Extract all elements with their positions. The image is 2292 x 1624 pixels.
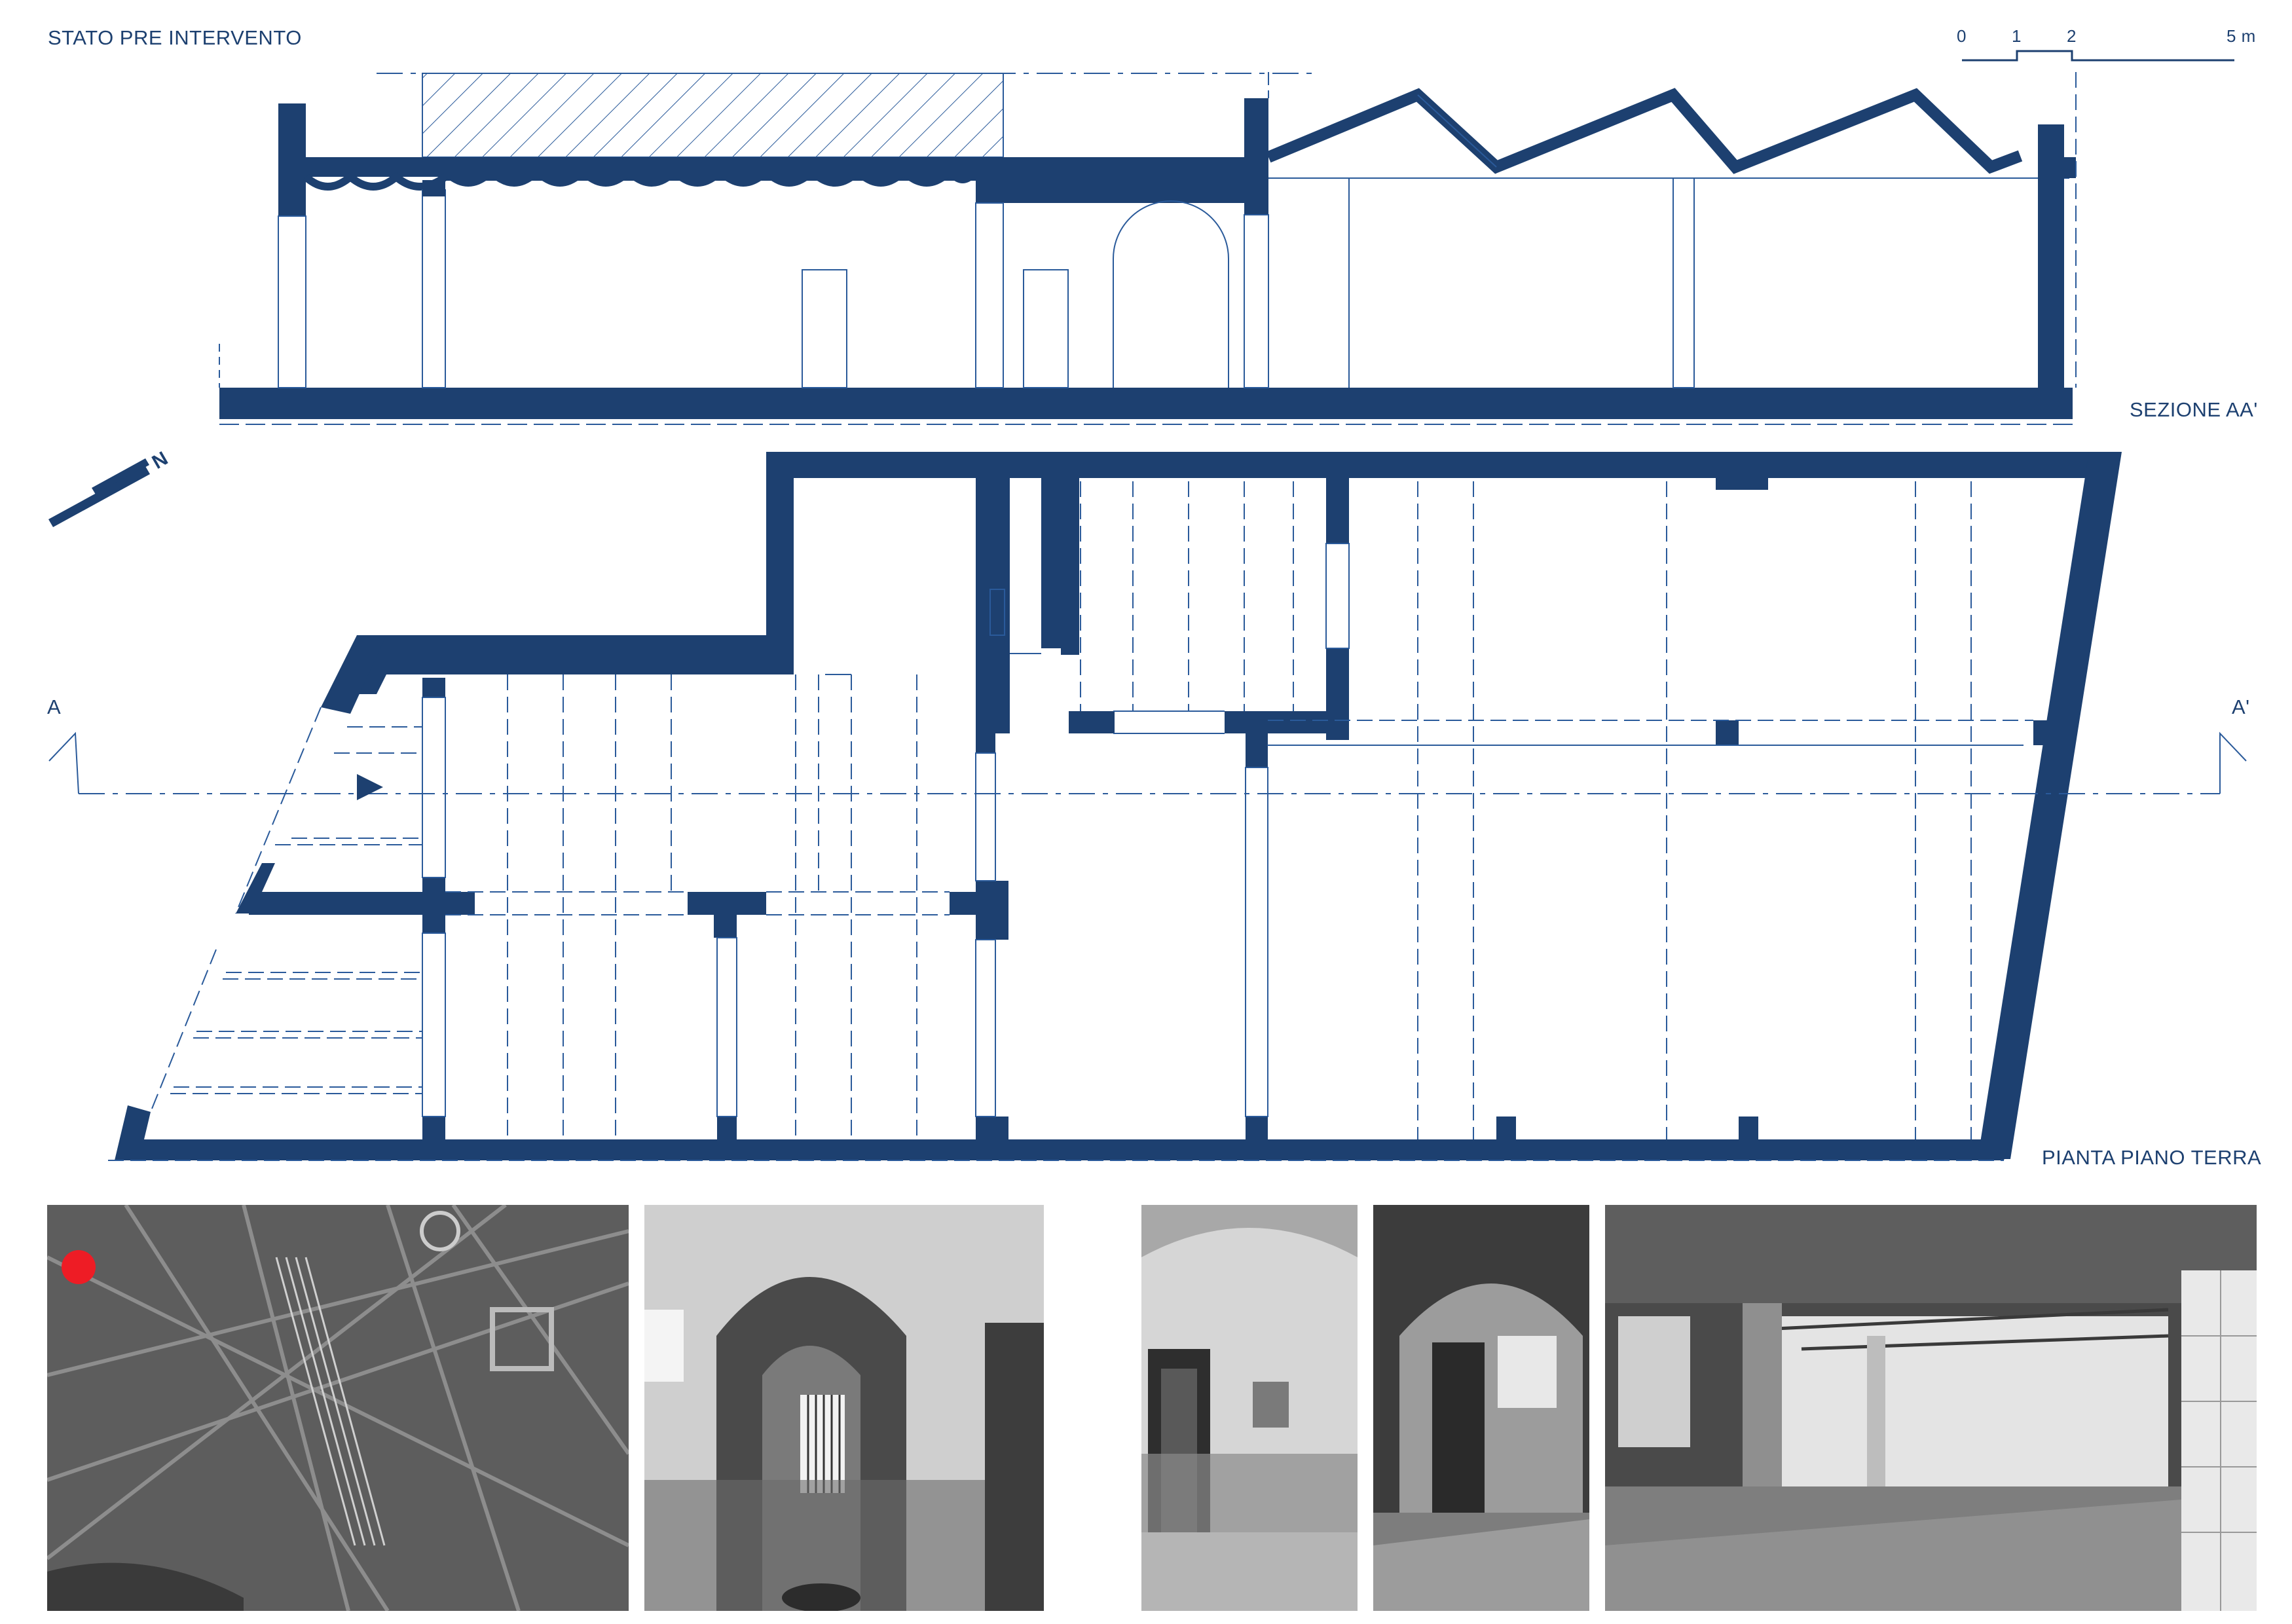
arched-corridor-photo (644, 1205, 1044, 1611)
scale-tick-5m: 5 m (2227, 26, 2256, 46)
page-title: STATO PRE INTERVENTO (48, 26, 302, 49)
ground-floor-plan (48, 452, 2247, 1161)
section-aa (219, 72, 2077, 425)
scale-tick-1: 1 (2012, 26, 2022, 46)
location-marker-icon (62, 1250, 96, 1284)
scale-bar (1962, 50, 2234, 62)
section-arrow-icon (357, 774, 383, 800)
plan-label: PIANTA PIANO TERRA (2042, 1146, 2262, 1169)
section-marker-a: A (47, 695, 62, 718)
arch-doorway-photo (1373, 1205, 1589, 1611)
vaulted-room-photo (1141, 1205, 1358, 1611)
section-label: SEZIONE AA' (2130, 398, 2258, 421)
section-marker-a-prime: A' (2232, 695, 2250, 718)
scale-tick-2: 2 (2067, 26, 2077, 46)
collapsed-hall-photo (1605, 1205, 2257, 1611)
architectural-drawing: N (48, 50, 2247, 1161)
aerial-map-photo (47, 1205, 629, 1611)
north-arrow-icon (48, 458, 150, 527)
north-label: N (149, 448, 172, 473)
scale-tick-0: 0 (1957, 26, 1967, 46)
